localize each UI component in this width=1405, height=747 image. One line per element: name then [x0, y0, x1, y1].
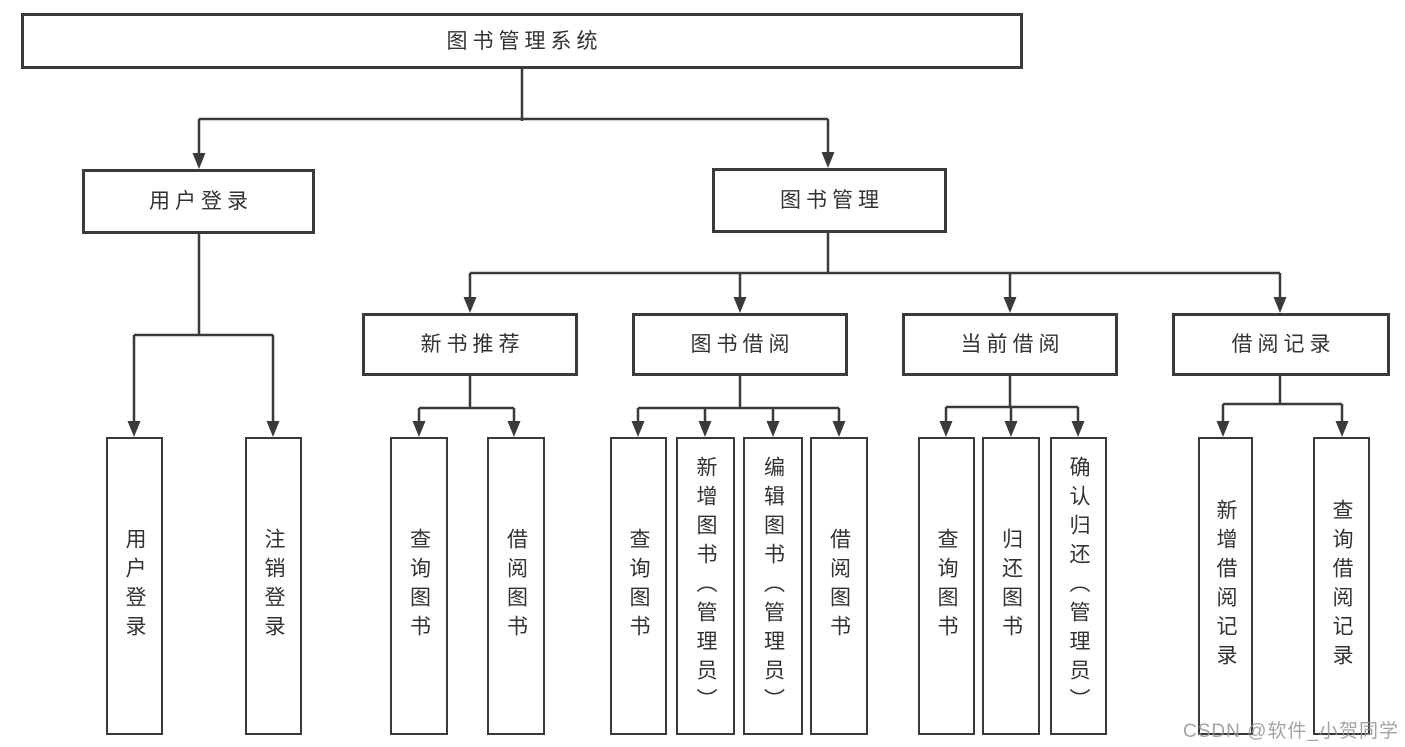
node-label: 新书推荐: [420, 333, 525, 356]
node-label: 图书借阅: [690, 333, 795, 356]
node-label: 确认归还（管理员）: [1067, 455, 1090, 717]
leaf-add-books-admin: 新增图书（管理员）: [676, 437, 735, 735]
node-label: 归还图书: [999, 528, 1023, 644]
node-new-book-recommendation: 新书推荐: [362, 313, 578, 376]
node-label: 编辑图书（管理员）: [761, 455, 785, 717]
leaf-return-books: 归还图书: [982, 437, 1040, 735]
node-label: 借阅图书: [827, 528, 851, 644]
node-label: 查询图书: [627, 528, 650, 644]
leaf-recommend-query-books: 查询图书: [390, 437, 448, 735]
leaf-borrowing-query-books: 查询图书: [610, 437, 667, 735]
node-label: 查询图书: [407, 528, 431, 644]
node-label: 借阅图书: [504, 528, 528, 644]
csdn-watermark: CSDN @软件_小贺同学: [1183, 721, 1399, 742]
node-label: 借阅记录: [1231, 333, 1336, 356]
node-user-login: 用户登录: [82, 169, 315, 234]
leaf-user-login: 用户登录: [106, 437, 163, 735]
node-current-borrowing: 当前借阅: [902, 313, 1118, 376]
node-label: 图书管理: [780, 189, 884, 212]
node-book-borrowing: 图书借阅: [632, 313, 848, 376]
node-label: 注销登录: [262, 528, 285, 644]
node-book-management: 图书管理: [712, 168, 947, 233]
node-label: 查询借阅记录: [1330, 499, 1353, 673]
leaf-logout: 注销登录: [245, 437, 302, 735]
node-label: 图书管理系统: [446, 29, 603, 53]
leaf-borrowing-borrow-books: 借阅图书: [810, 437, 868, 735]
leaf-add-borrow-record: 新增借阅记录: [1198, 437, 1253, 735]
leaf-recommend-borrow-books: 借阅图书: [487, 437, 545, 735]
node-borrowing-records: 借阅记录: [1172, 313, 1390, 376]
node-label: 新增图书（管理员）: [694, 455, 717, 717]
node-library-management-system: 图书管理系统: [21, 13, 1023, 69]
node-label: 用户登录: [123, 528, 146, 644]
node-label: 查询图书: [935, 528, 958, 644]
node-label: 新增借阅记录: [1214, 499, 1237, 673]
leaf-query-borrow-record: 查询借阅记录: [1313, 437, 1370, 735]
leaf-edit-books-admin: 编辑图书（管理员）: [743, 437, 803, 735]
leaf-confirm-return-admin: 确认归还（管理员）: [1050, 437, 1107, 735]
node-label: 用户登录: [149, 190, 253, 213]
leaf-current-query-books: 查询图书: [918, 437, 975, 735]
node-label: 当前借阅: [960, 333, 1065, 356]
